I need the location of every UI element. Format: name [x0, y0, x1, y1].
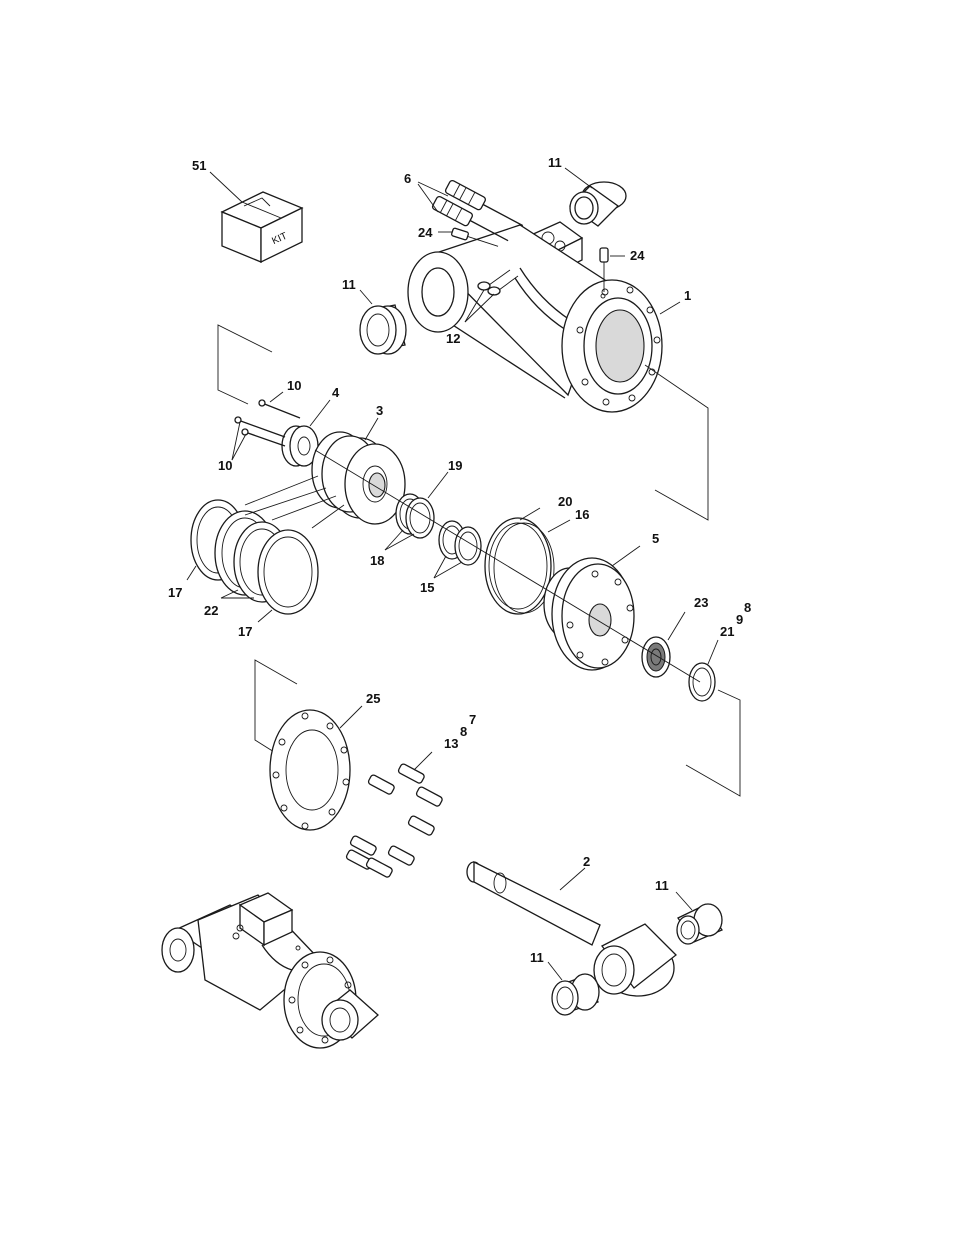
callout-20: 20	[558, 494, 572, 509]
assembled-cylinder-view	[161, 892, 379, 1049]
kit-box: KIT	[220, 191, 304, 264]
callout-21: 21	[720, 624, 734, 639]
callout-11-rod-left: 11	[530, 950, 544, 965]
callout-labels: 51 6 11 24 24 11 12 1 10 4 3 10 19 20 16…	[168, 155, 751, 965]
callout-13: 13	[444, 736, 458, 751]
callout-3: 3	[376, 403, 383, 418]
callout-17-left: 17	[168, 585, 182, 600]
head-o-rings	[484, 517, 555, 615]
callout-25: 25	[366, 691, 380, 706]
piston-seals	[190, 499, 319, 615]
callout-4: 4	[332, 385, 340, 400]
callout-7: 7	[469, 712, 476, 727]
assembly-centerline	[314, 449, 701, 683]
callout-16: 16	[575, 507, 589, 522]
callout-11-left: 11	[342, 277, 356, 292]
piston-rod	[466, 860, 677, 997]
head-bolts	[345, 763, 443, 878]
rod-seals	[641, 636, 716, 702]
piston-wear-rings	[395, 493, 435, 539]
callout-2: 2	[583, 854, 590, 869]
callout-10-top: 10	[287, 378, 301, 393]
callout-10-bottom: 10	[218, 458, 232, 473]
callout-24-right: 24	[630, 248, 645, 263]
head-gasket	[269, 709, 351, 831]
barrel-bushing-top	[568, 181, 627, 227]
rod-bushing-left	[551, 973, 600, 1016]
grease-fittings	[451, 227, 609, 292]
callout-5: 5	[652, 531, 659, 546]
callout-18: 18	[370, 553, 384, 568]
callout-19: 19	[448, 458, 462, 473]
callout-8-right: 8	[744, 600, 751, 615]
rod-guide-rings	[438, 520, 482, 566]
callout-22: 22	[204, 603, 218, 618]
callout-11-rod-right: 11	[655, 878, 669, 893]
hydraulic-fittings	[431, 179, 524, 242]
port-screws	[477, 269, 519, 296]
callout-23: 23	[694, 595, 708, 610]
callout-17-bottom: 17	[238, 624, 252, 639]
piston	[311, 431, 406, 525]
callout-9: 9	[736, 612, 743, 627]
callout-11-top: 11	[548, 155, 562, 170]
callout-51: 51	[192, 158, 206, 173]
callout-1: 1	[684, 288, 691, 303]
callout-6: 6	[404, 171, 411, 186]
locknut-screws	[234, 399, 301, 447]
locknut	[281, 425, 319, 467]
exploded-view-guide-lines	[217, 324, 741, 797]
callout-24-left: 24	[418, 225, 433, 240]
barrel-assembly	[407, 221, 663, 413]
barrel-bushing-left	[359, 304, 407, 355]
callout-15: 15	[420, 580, 434, 595]
callout-12: 12	[446, 331, 460, 346]
cylinder-head	[543, 557, 635, 671]
callout-8-mid: 8	[460, 724, 467, 739]
rod-bushing-right	[676, 903, 723, 945]
leader-lines	[186, 167, 719, 981]
